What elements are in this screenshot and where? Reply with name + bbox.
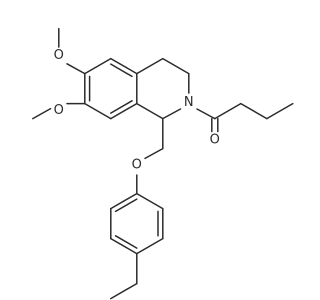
bond: [136, 57, 164, 75]
bond: [84, 57, 112, 75]
atom-label-o-methoxy-mid: O: [54, 103, 64, 118]
bond: [110, 192, 138, 210]
bond: [136, 237, 164, 255]
atom-label-o-methoxy-top: O: [54, 48, 64, 63]
bond: [110, 57, 138, 75]
bond: [162, 108, 182, 120]
bond: [196, 108, 216, 120]
bond: [110, 102, 138, 120]
bond-double: [114, 198, 138, 213]
bond: [136, 192, 164, 210]
bonds: [32, 27, 294, 300]
bond-double: [110, 63, 133, 78]
atom-label-o-ketone: O: [210, 132, 220, 147]
bond: [110, 282, 138, 300]
bond: [144, 147, 164, 160]
atom-label-n-ring: N: [184, 95, 194, 110]
bond: [162, 57, 190, 75]
bond: [84, 102, 112, 120]
bond: [32, 107, 52, 120]
bond: [136, 102, 164, 120]
atom-labels: O O N O O: [54, 48, 220, 172]
structure-diagram: O O N O O: [32, 27, 294, 300]
atom-label-o-ether: O: [132, 157, 142, 172]
bond: [266, 102, 294, 120]
bond: [110, 237, 138, 255]
bond: [66, 63, 86, 75]
bond: [240, 102, 268, 120]
bond-double: [110, 100, 133, 114]
bond-double: [114, 235, 138, 249]
bond: [214, 102, 242, 120]
